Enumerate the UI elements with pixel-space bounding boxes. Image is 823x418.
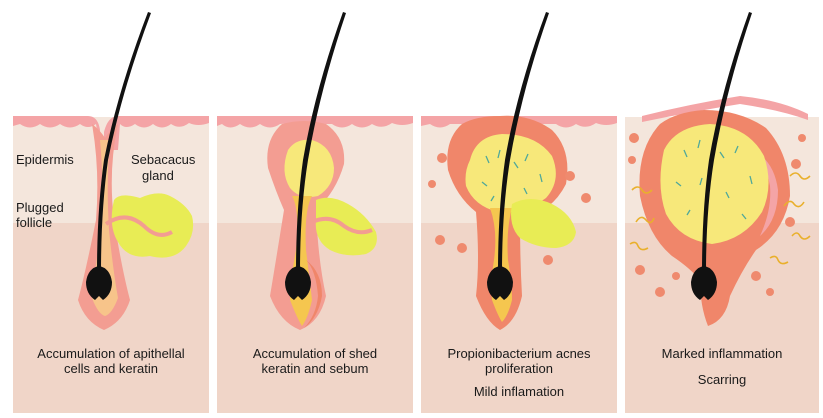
bacteria-dot	[785, 217, 795, 227]
panel-1-sebaceous-gland	[112, 193, 193, 257]
sebaceous-gland-label-line1: Sebacacus	[131, 152, 195, 168]
panel-4-caption-line1: Marked inflammation	[625, 346, 819, 362]
bacteria-dot	[428, 180, 436, 188]
bacteria-dot	[635, 265, 645, 275]
plugged-follicle-label-line1: Plugged	[16, 200, 64, 216]
panel-3-caption-line1: Propionibacterium acnes	[421, 346, 617, 362]
panel-1-caption-line2: cells and keratin	[13, 361, 209, 377]
bacteria-dot	[543, 255, 553, 265]
epidermis-label: Epidermis	[16, 152, 74, 168]
bacteria-dot	[751, 271, 761, 281]
bacteria-dot	[628, 156, 636, 164]
panel-1-caption-line1: Accumulation of apithellal	[13, 346, 209, 362]
bacteria-dot	[629, 133, 639, 143]
bacteria-dot	[435, 235, 445, 245]
bacteria-dot	[655, 287, 665, 297]
panel-2-caption-line1: Accumulation of shed	[217, 346, 413, 362]
bacteria-dot	[437, 153, 447, 163]
bacteria-dot	[798, 134, 806, 142]
bacteria-dot	[672, 272, 680, 280]
panel-3-caption-line2: proliferation	[421, 361, 617, 377]
plugged-follicle-label-line2: follicle	[16, 215, 52, 231]
bacteria-dot	[766, 288, 774, 296]
bacteria-dot	[565, 171, 575, 181]
panel-3-caption-line3: Mild inflamation	[421, 384, 617, 400]
bacteria-dot	[791, 159, 801, 169]
panel-4-caption-line2: Scarring	[625, 372, 819, 388]
panel-2-caption-line2: keratin and sebum	[217, 361, 413, 377]
bacteria-dot	[581, 193, 591, 203]
bacteria-dot	[457, 243, 467, 253]
sebaceous-gland-label-line2: gland	[142, 168, 174, 184]
